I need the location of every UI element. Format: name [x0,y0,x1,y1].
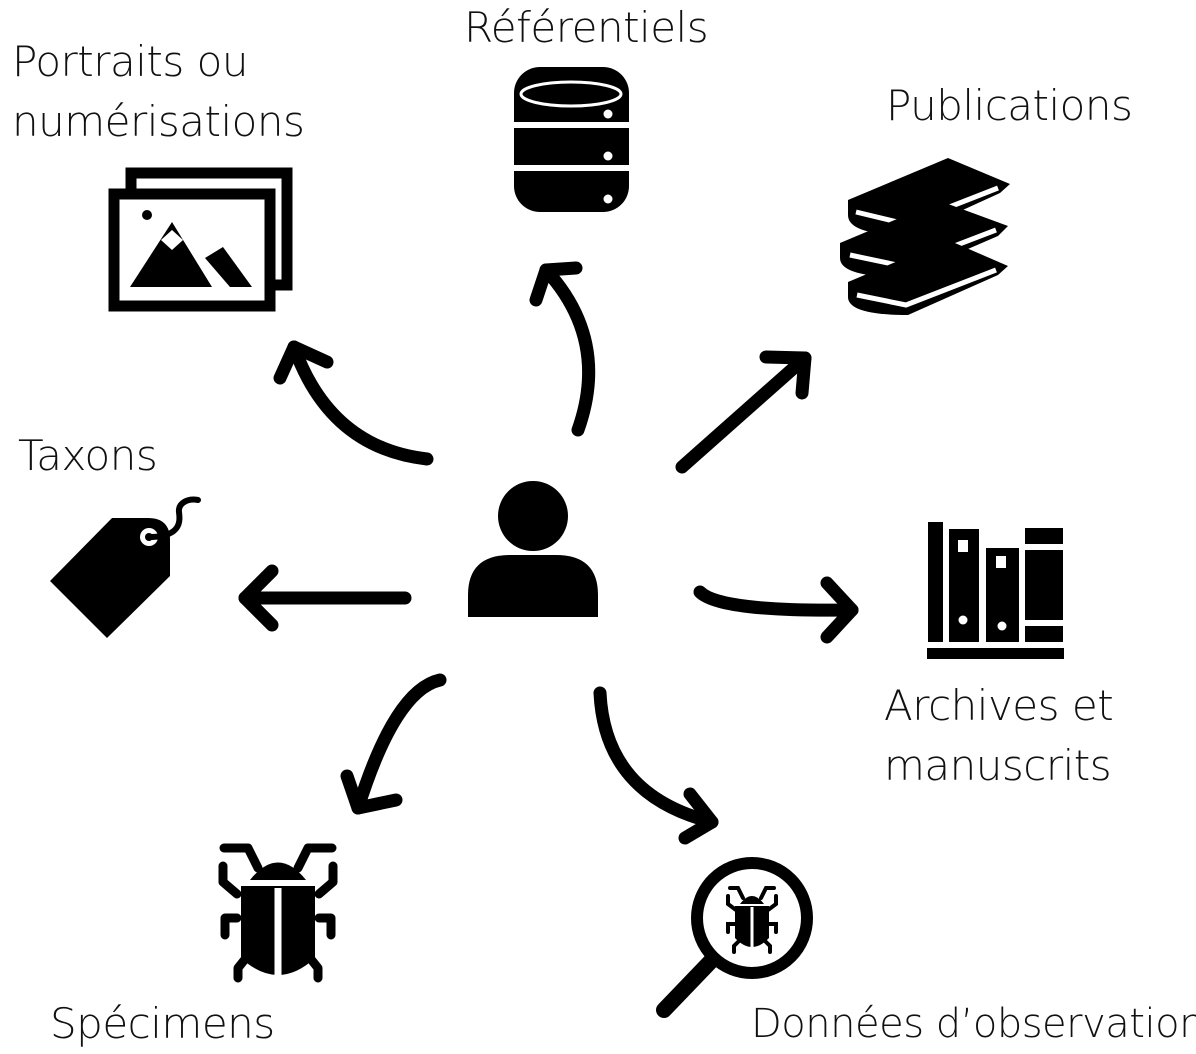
arrow-to-archives [693,576,859,644]
magnifier-bug-icon [656,857,813,1018]
library-shelf-icon [927,522,1064,659]
beetle-icon [218,843,338,983]
publications-label: Publications [886,81,1133,130]
specimens-label: Spécimens [50,999,275,1048]
portraits-label: Portraits ou numérisations [12,32,305,152]
arrow-to-portraits [273,340,434,466]
arrow-to-specimens [340,673,447,815]
portraits-label-line1: Portraits ou [12,37,248,86]
images-icon [108,167,293,312]
portraits-label-line2: numérisations [12,97,305,146]
arrow-to-observation [593,686,719,845]
arrow-to-publications [675,350,812,474]
tag-icon [50,496,201,638]
taxons-label: Taxons [18,431,158,480]
user-icon [468,481,598,617]
database-icon [512,67,631,212]
referentiels-label: Référentiels [464,3,709,52]
observation-label: Données d’observation [751,1001,1196,1047]
archives-label-line1: Archives et [884,681,1114,730]
arrow-to-referentiels [529,261,596,437]
arrow-to-taxons [238,564,412,632]
archives-label-line2: manuscrits [884,741,1112,790]
books-stack-icon [840,158,1010,315]
archives-label: Archives et manuscrits [884,676,1114,796]
